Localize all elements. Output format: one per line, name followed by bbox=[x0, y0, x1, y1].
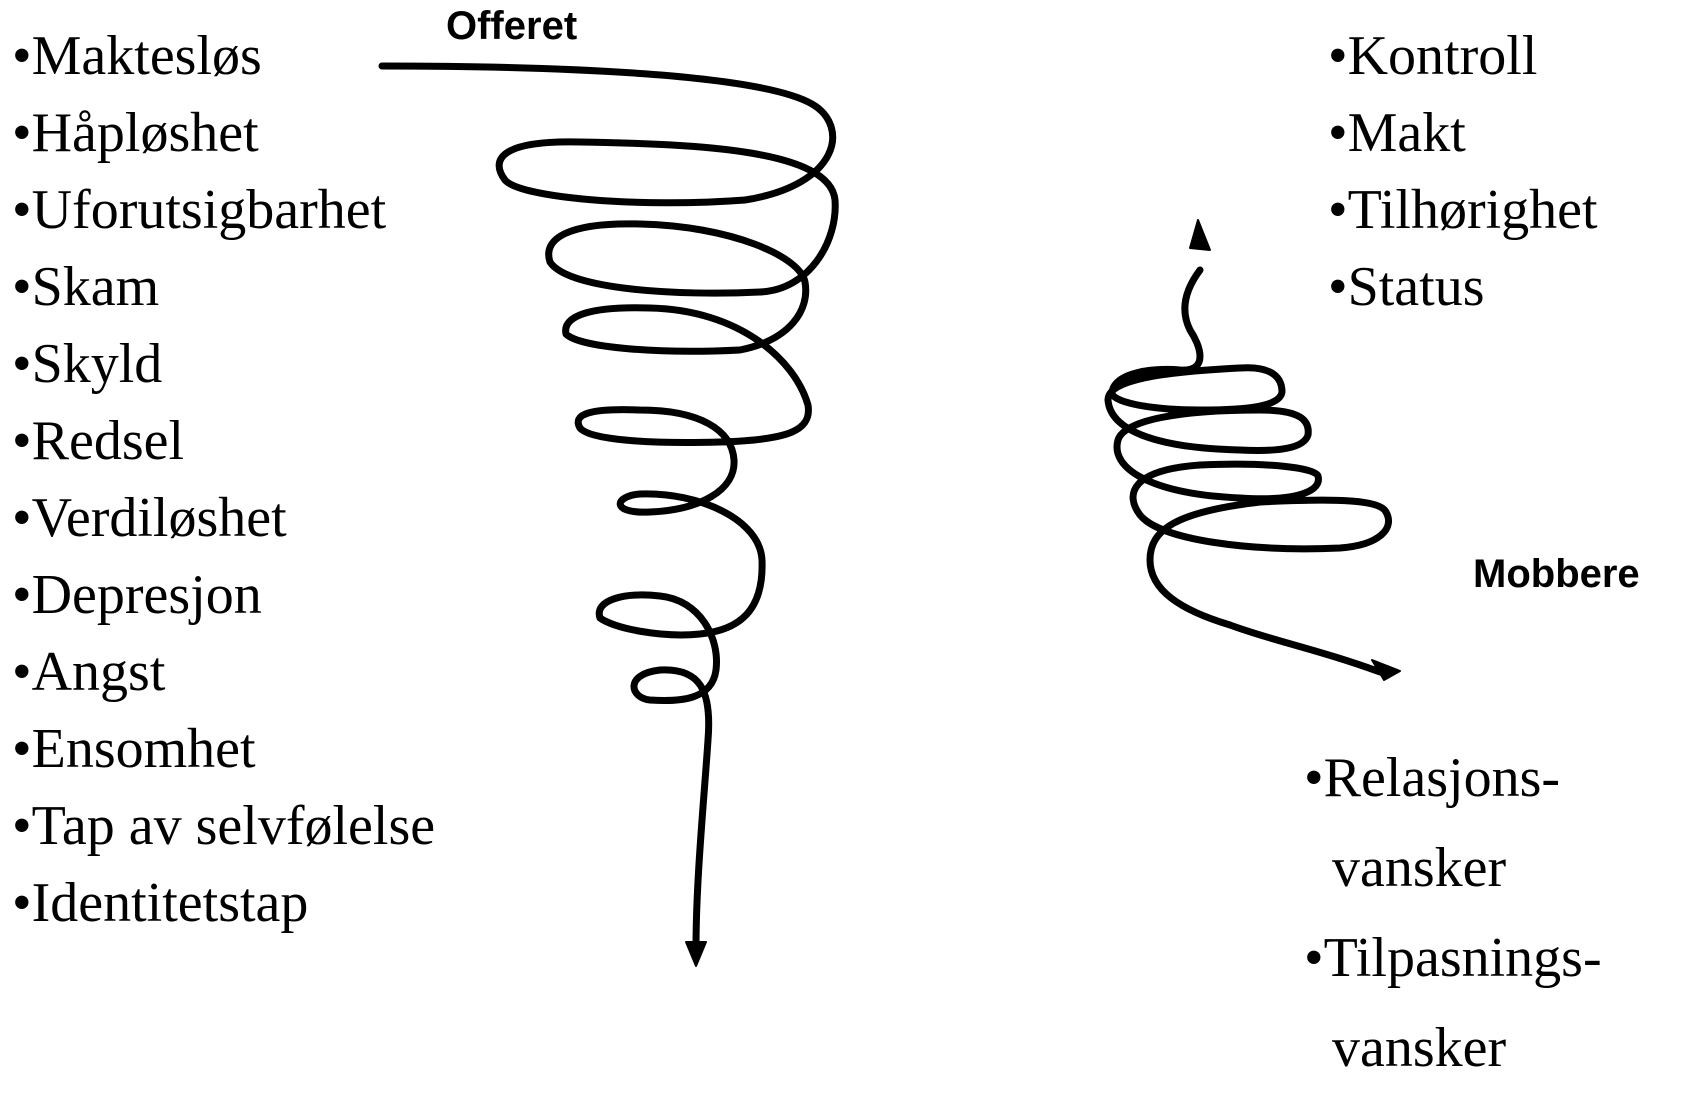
list-item: •Identitetstap bbox=[12, 872, 309, 934]
list-item: •Maktesløs bbox=[12, 25, 262, 87]
arrow-up-icon bbox=[1189, 219, 1211, 251]
victim-feelings-list: •Maktesløs •Håpløshet •Uforutsigbarhet •… bbox=[12, 18, 435, 942]
arrow-down-right-icon bbox=[1371, 659, 1401, 681]
list-item: •Tilpasnings- bbox=[1304, 927, 1602, 989]
bully-spiral bbox=[1104, 266, 1392, 676]
bully-gains-list: •Kontroll •Makt •Tilhørighet •Status bbox=[1328, 18, 1598, 326]
victim-downward-spiral bbox=[378, 62, 839, 952]
list-item: •Ensomhet bbox=[12, 718, 256, 780]
list-item: •Skam bbox=[12, 256, 160, 318]
list-item: vansker bbox=[1304, 837, 1507, 899]
arrow-down-icon bbox=[685, 941, 707, 967]
list-item: •Skyld bbox=[12, 333, 163, 395]
victim-label: Offeret bbox=[446, 4, 578, 48]
list-item: •Kontroll bbox=[1328, 25, 1538, 87]
list-item: •Depresjon bbox=[12, 564, 262, 626]
list-item: •Verdiløshet bbox=[12, 487, 287, 549]
list-item: •Relasjons- bbox=[1304, 747, 1561, 809]
list-item: •Redsel bbox=[12, 410, 185, 472]
list-item: •Tap av selvfølelse bbox=[12, 795, 436, 857]
list-item: •Makt bbox=[1328, 102, 1466, 164]
list-item: •Angst bbox=[12, 641, 166, 703]
spiral-diagram bbox=[378, 62, 1401, 967]
list-item: •Tilhørighet bbox=[1328, 179, 1598, 241]
list-item: •Status bbox=[1328, 256, 1485, 318]
list-item: •Håpløshet bbox=[12, 102, 259, 164]
bully-label: Mobbere bbox=[1473, 552, 1640, 596]
list-item: •Uforutsigbarhet bbox=[12, 179, 387, 241]
